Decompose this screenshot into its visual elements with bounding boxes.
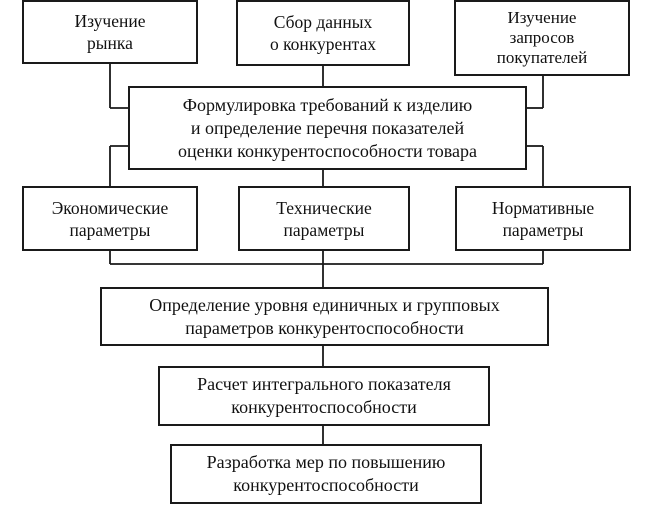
integral-calc-box: Расчет интегрального показателя конкурен… xyxy=(158,366,490,426)
normative-params-label: Нормативные параметры xyxy=(491,197,595,240)
customer-requests-label: Изучение запросов покупателей xyxy=(496,8,588,67)
competitor-data-box: Сбор данных о конкурентах xyxy=(236,0,410,66)
economic-params-box: Экономические параметры xyxy=(22,186,198,251)
measures-box: Разработка мер по повышению конкурентосп… xyxy=(170,444,482,504)
customer-requests-box: Изучение запросов покупателей xyxy=(454,0,630,76)
measures-label: Разработка мер по повышению конкурентосп… xyxy=(206,452,446,495)
integral-calc-label: Расчет интегрального показателя конкурен… xyxy=(197,374,451,417)
economic-params-label: Экономические параметры xyxy=(51,197,169,240)
normative-params-box: Нормативные параметры xyxy=(455,186,631,251)
technical-params-label: Технические параметры xyxy=(276,197,372,240)
level-definition-label: Определение уровня единичных и групповых… xyxy=(149,294,500,338)
competitor-data-label: Сбор данных о конкурентах xyxy=(269,12,377,54)
level-definition-box: Определение уровня единичных и групповых… xyxy=(100,287,549,346)
market-study-box: Изучение рынка xyxy=(22,0,198,64)
requirements-label: Формулировка требований к изделию и опре… xyxy=(178,94,477,161)
technical-params-box: Технические параметры xyxy=(238,186,410,251)
requirements-box: Формулировка требований к изделию и опре… xyxy=(128,86,527,170)
market-study-label: Изучение рынка xyxy=(74,11,146,53)
